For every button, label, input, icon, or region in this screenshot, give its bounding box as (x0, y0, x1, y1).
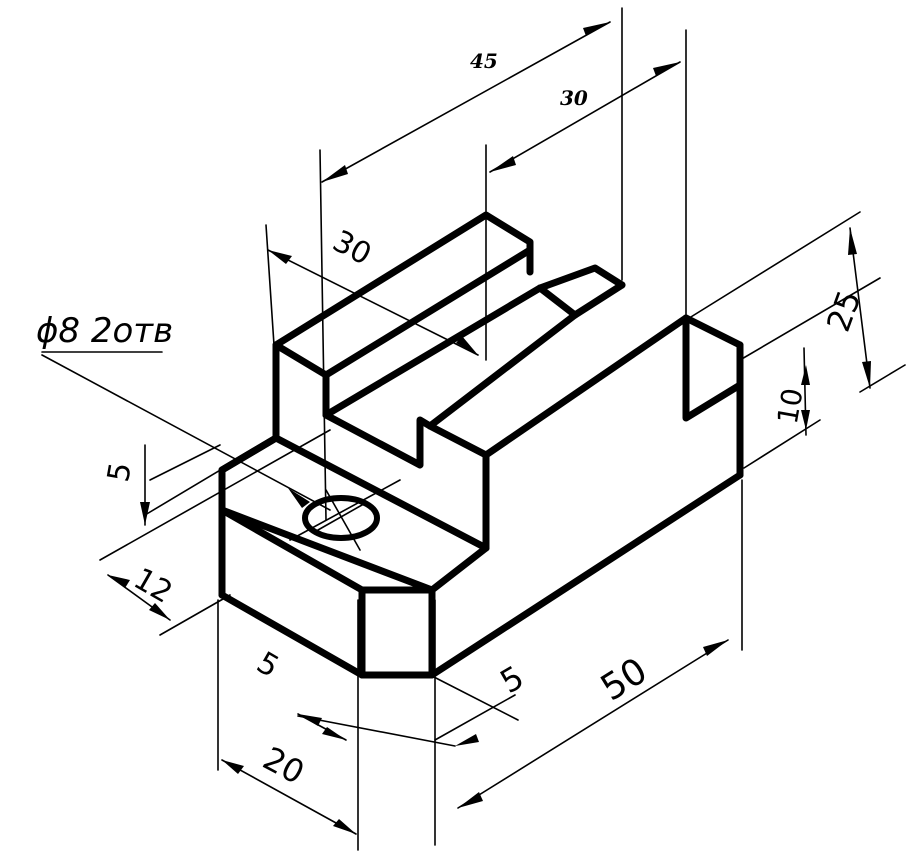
dim-25-label: 25 (819, 285, 869, 336)
dim-30-top-label: 30 (560, 86, 588, 110)
part-outline (218, 211, 744, 679)
dim-50-label: 50 (594, 650, 655, 709)
hole-note: ϕ8 2отв (36, 311, 173, 351)
dimension-arrows (108, 22, 871, 834)
dim-5-bottom-right-label: 5 (494, 658, 531, 701)
dimension-labels: 45 30 30 25 10 5 12 5 5 20 50 (101, 49, 868, 792)
dim-10-label: 10 (771, 386, 810, 427)
dimension-lines (41, 7, 906, 851)
dim-5-left-label: 5 (101, 460, 139, 485)
dim-30-left-label: 30 (327, 224, 377, 273)
dim-5-bottom-left-label: 5 (251, 645, 285, 685)
dim-12-label: 12 (128, 561, 179, 610)
dim-45-label: 45 (470, 49, 498, 73)
